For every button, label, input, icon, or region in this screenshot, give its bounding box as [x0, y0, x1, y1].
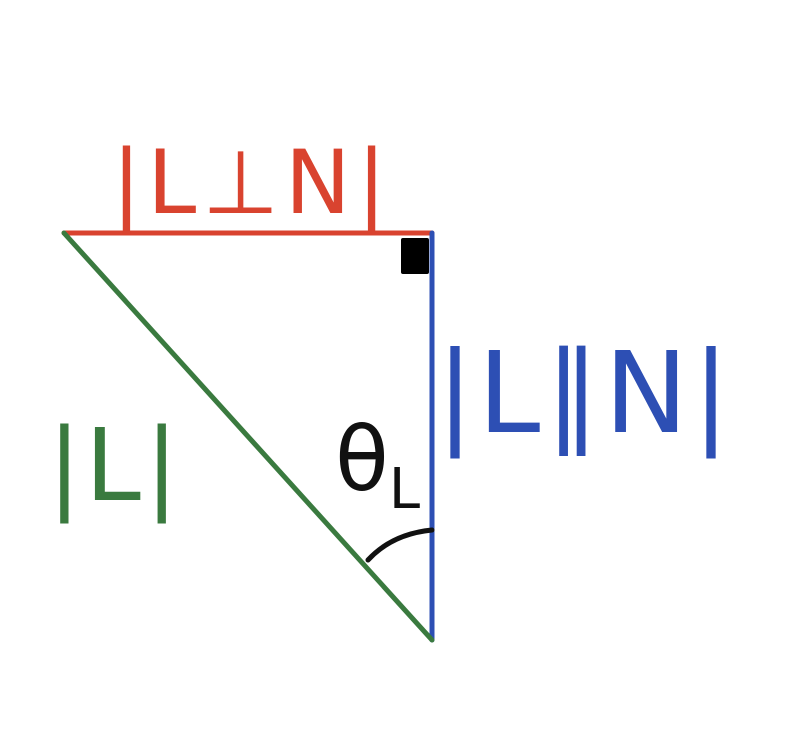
angle-arc — [365, 527, 435, 563]
hypotenuse-label: |L| — [47, 407, 182, 524]
right-angle-marker — [401, 238, 429, 274]
parallel-label: |L∥N| — [436, 329, 734, 459]
perpendicular-label: |L⊥N| — [112, 131, 393, 235]
angle-label: θL — [335, 408, 420, 522]
angle-label-subscript: L — [389, 457, 420, 522]
angle-label-symbol: θ — [335, 408, 389, 511]
hypotenuse-side — [61, 230, 435, 643]
